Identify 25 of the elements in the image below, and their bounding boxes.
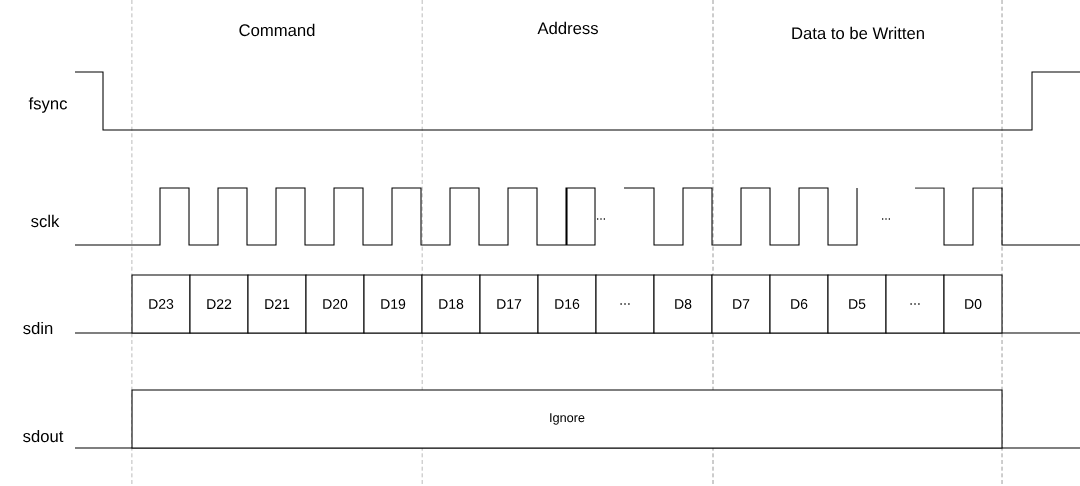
bit-cell: D21	[247, 274, 307, 334]
bit-cell: D5	[827, 274, 887, 334]
bit-cell: D20	[305, 274, 365, 334]
ellipsis: ...	[882, 218, 890, 220]
bit-cell: D23	[131, 274, 191, 334]
signal-name: fsync	[28, 97, 67, 113]
bit-cell: D8	[653, 274, 713, 334]
bit-cell: ...	[595, 274, 655, 334]
section-heading: Data to be Written	[792, 26, 924, 40]
bit-cell: D17	[479, 274, 539, 334]
bit-cell: D22	[189, 274, 249, 334]
bit-cell: D7	[711, 274, 771, 334]
bit-cell: D0	[943, 274, 1003, 334]
data-box: Ignore	[131, 389, 1003, 449]
bit-cell: D6	[769, 274, 829, 334]
bit-cell: D18	[421, 274, 481, 334]
bit-cell: D19	[363, 274, 423, 334]
bit-cell: D16	[537, 274, 597, 334]
ellipsis: ...	[597, 218, 605, 220]
signal-name: sdout	[23, 429, 64, 443]
bit-cell: ...	[885, 274, 945, 334]
signal-name: sdin	[23, 321, 53, 335]
section-heading: Address	[537, 21, 598, 35]
section-heading: Command	[239, 23, 315, 37]
signal-name: sclk	[31, 214, 60, 228]
